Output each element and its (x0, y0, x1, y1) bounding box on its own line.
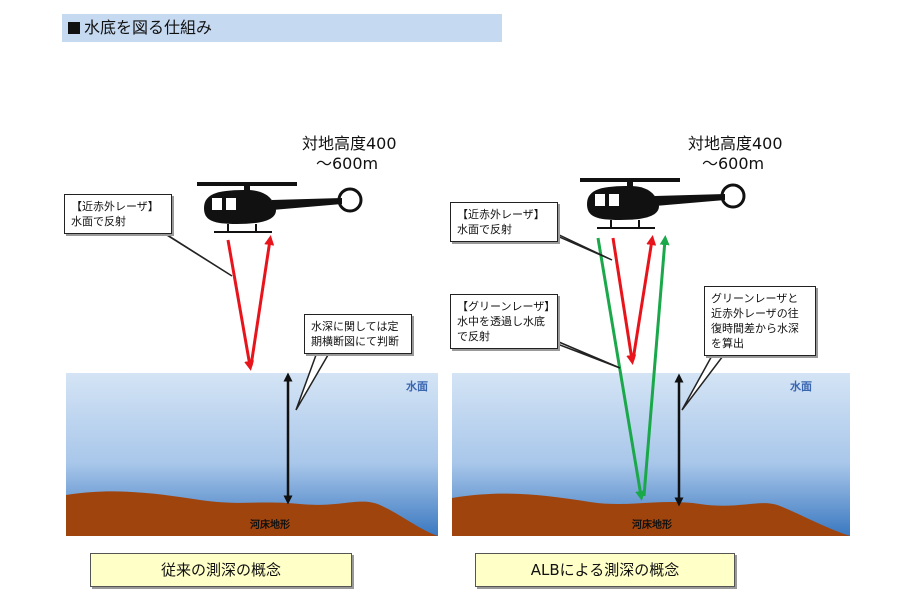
right-altitude-line1: 対地高度400 (688, 134, 783, 153)
left-depth-pointer (295, 354, 330, 411)
right-nir-callout-line2: 水面で反射 (457, 223, 512, 236)
left-ground-label: 河床地形 (250, 520, 290, 531)
right-altitude-line2: ～600m (702, 154, 765, 173)
right-riverbed (452, 493, 850, 536)
right-nir-up (631, 235, 657, 361)
left-panel (66, 180, 438, 536)
page-title: 水底を図る仕組み (84, 18, 213, 37)
right-depth-callout-line3: 復時間差から水深 (711, 322, 799, 335)
left-nir-down (226, 239, 255, 371)
left-nir-callout: 【近赤外レーザ】 水面で反射 (64, 194, 172, 234)
right-helicopter-icon (578, 176, 746, 230)
right-nir-down (611, 237, 637, 365)
square-bullet-icon (68, 22, 80, 34)
title-bar: 水底を図る仕組み (62, 14, 502, 42)
right-caption: ALBによる測深の概念 (475, 553, 735, 587)
left-altitude-line2: ～600m (316, 154, 379, 173)
right-depth-callout-line1: グリーンレーザと (711, 292, 799, 305)
left-riverbed (66, 491, 438, 536)
left-caption: 従来の測深の概念 (90, 553, 352, 587)
right-nir-callout: 【近赤外レーザ】 水面で反射 (450, 202, 558, 242)
left-altitude-line1: 対地高度400 (302, 134, 397, 153)
right-green-callout: 【グリーンレーザ】 水中を透過し水底 で反射 (450, 294, 558, 349)
right-nir-callout-line1: 【近赤外レーザ】 (457, 208, 545, 221)
left-nir-up (249, 235, 275, 367)
left-nir-callout-line2: 水面で反射 (71, 215, 126, 228)
right-water-label: 水面 (790, 380, 812, 393)
right-altitude: 対地高度400 ～600m (688, 134, 783, 174)
right-ground-label: 河床地形 (632, 520, 672, 531)
right-depth-callout-line4: を算出 (711, 337, 744, 350)
right-green-callout-line3: で反射 (457, 330, 490, 343)
left-water-label: 水面 (406, 380, 428, 393)
right-green-callout-line2: 水中を透過し水底 (457, 315, 545, 328)
left-depth-callout: 水深に関しては定 期横断図にて判断 (304, 314, 412, 354)
right-green-callout-line1: 【グリーンレーザ】 (457, 300, 556, 313)
right-depth-callout-line2: 近赤外レーザの往 (711, 307, 799, 320)
right-green-up (642, 235, 670, 497)
right-depth-callout: グリーンレーザと 近赤外レーザの往 復時間差から水深 を算出 (704, 286, 816, 356)
left-helicopter-icon (195, 180, 363, 234)
left-depth-callout-line2: 期横断図にて判断 (311, 335, 399, 348)
left-altitude: 対地高度400 ～600m (302, 134, 397, 174)
right-panel (452, 176, 850, 536)
left-depth-callout-line1: 水深に関しては定 (311, 320, 399, 333)
left-nir-callout-line1: 【近赤外レーザ】 (71, 200, 159, 213)
